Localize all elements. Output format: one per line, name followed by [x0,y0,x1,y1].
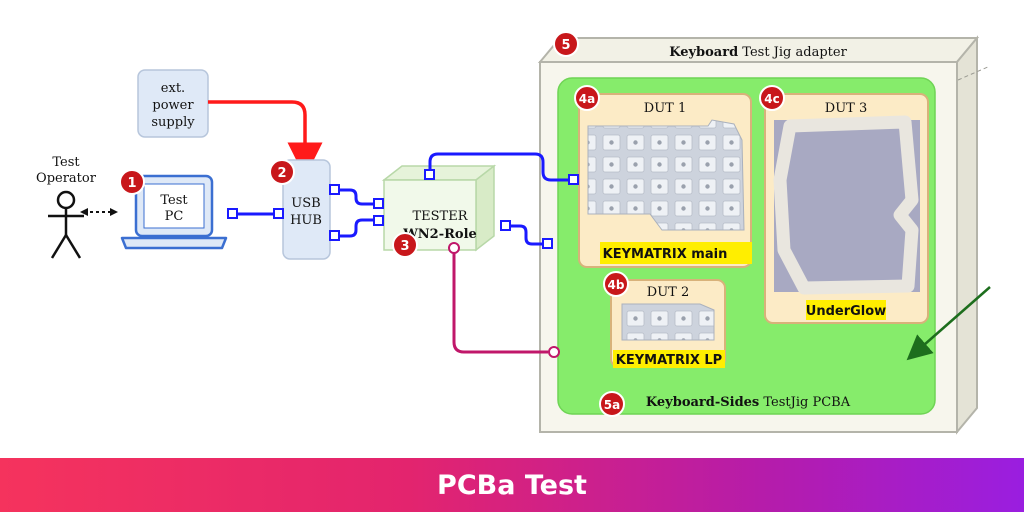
port-hub-out-1 [329,184,340,195]
badge-4c: 4c [759,85,785,111]
io-port-tester [448,242,460,254]
usb-links [236,152,569,246]
io-link [452,248,548,354]
tester-label-line2: WN2-Role [402,227,477,242]
pc-label-line1: Test [160,193,188,208]
power-supply-box: ext. power supply [137,69,209,138]
badge-4b: 4b [603,271,629,297]
link-tester-dut1 [428,152,569,182]
port-pc [227,208,238,219]
keyboard-lp-pcb-image [621,303,715,341]
badge-5a-text: 5a [604,398,620,412]
badge-4b-text: 4b [608,278,625,292]
usb-ports [227,169,579,249]
dut3-panel: DUT 3 UnderGlow [764,93,929,324]
badge-1-text: 1 [127,176,136,191]
badge-5a: 5a [599,391,625,417]
dut1-title: DUT 1 [644,101,686,116]
badge-4a: 4a [574,85,600,111]
test-operator: Test Operator [36,155,118,259]
port-tester-in-2 [373,215,384,226]
link-hub-tester-1 [337,188,374,206]
pcba-title: Keyboard-Sides TestJig PCBA [646,395,851,410]
port-adapter [542,238,553,249]
badge-4a-text: 4a [579,92,595,106]
pcba-title-rest: TestJig PCBA [759,395,850,410]
dut3-label: UnderGlow [806,304,886,319]
port-tester-out [500,220,511,231]
badge-2-text: 2 [277,166,286,181]
hub-label-line1: USB [291,196,320,211]
adapter-title: Keyboard Test Jig adapter [669,45,847,60]
power-label-line2: power [152,98,194,113]
link-tester-adapter [510,224,543,246]
badge-1: 1 [119,169,145,195]
keyboard-main-pcb-image [587,119,745,231]
power-link [208,100,323,178]
io-port-pcba [548,346,560,358]
pc-label-line2: PC [165,209,184,224]
dut2-title: DUT 2 [647,285,689,300]
footer-banner: PCBa Test [0,458,1024,512]
badge-2: 2 [269,159,295,185]
adapter-title-rest: Test Jig adapter [738,45,847,60]
badge-3-text: 3 [400,239,409,254]
dut1-label: KEYMATRIX main [603,247,728,262]
dut3-title: DUT 3 [825,101,867,116]
link-hub-tester-2 [337,218,374,238]
dut2-panel: DUT 2 KEYMATRIX LP [610,279,726,368]
usb-hub-box: USB HUB [282,159,331,260]
underglow-pcb-image [773,115,919,295]
power-label-line1: ext. [161,81,185,96]
tester-label-line1: TESTER [412,209,468,224]
badge-5-text: 5 [561,38,570,53]
power-label-line3: supply [151,115,195,130]
dut1-panel: DUT 1 KEYMATRIX main [578,93,752,268]
badge-3: 3 [392,232,418,258]
port-hub-out-2 [329,230,340,241]
adapter-title-bold: Keyboard [669,45,738,60]
port-hub-in [273,208,284,219]
operator-label-line1: Test [52,155,80,170]
stick-figure-icon [48,190,84,259]
test-setup-diagram: Test Operator ext. power supply Test PC [36,31,991,435]
hub-label-line2: HUB [290,213,322,228]
pcba-title-bold: Keyboard-Sides [646,395,759,410]
badge-4c-text: 4c [764,92,779,106]
interaction-arrow-icon [80,208,118,216]
dut2-label: KEYMATRIX LP [616,353,722,368]
port-tester-top [424,169,435,180]
dut1-label-highlight [600,242,752,264]
green-arrow [906,286,991,361]
dut3-label-highlight [806,300,886,320]
laptop-icon: Test PC [120,174,228,250]
port-dut1 [568,174,579,185]
port-tester-in-1 [373,198,384,209]
footer-title: PCBa Test [437,469,587,501]
operator-label-line2: Operator [36,171,97,186]
badge-5: 5 [553,31,579,57]
dut2-label-highlight [613,350,725,368]
